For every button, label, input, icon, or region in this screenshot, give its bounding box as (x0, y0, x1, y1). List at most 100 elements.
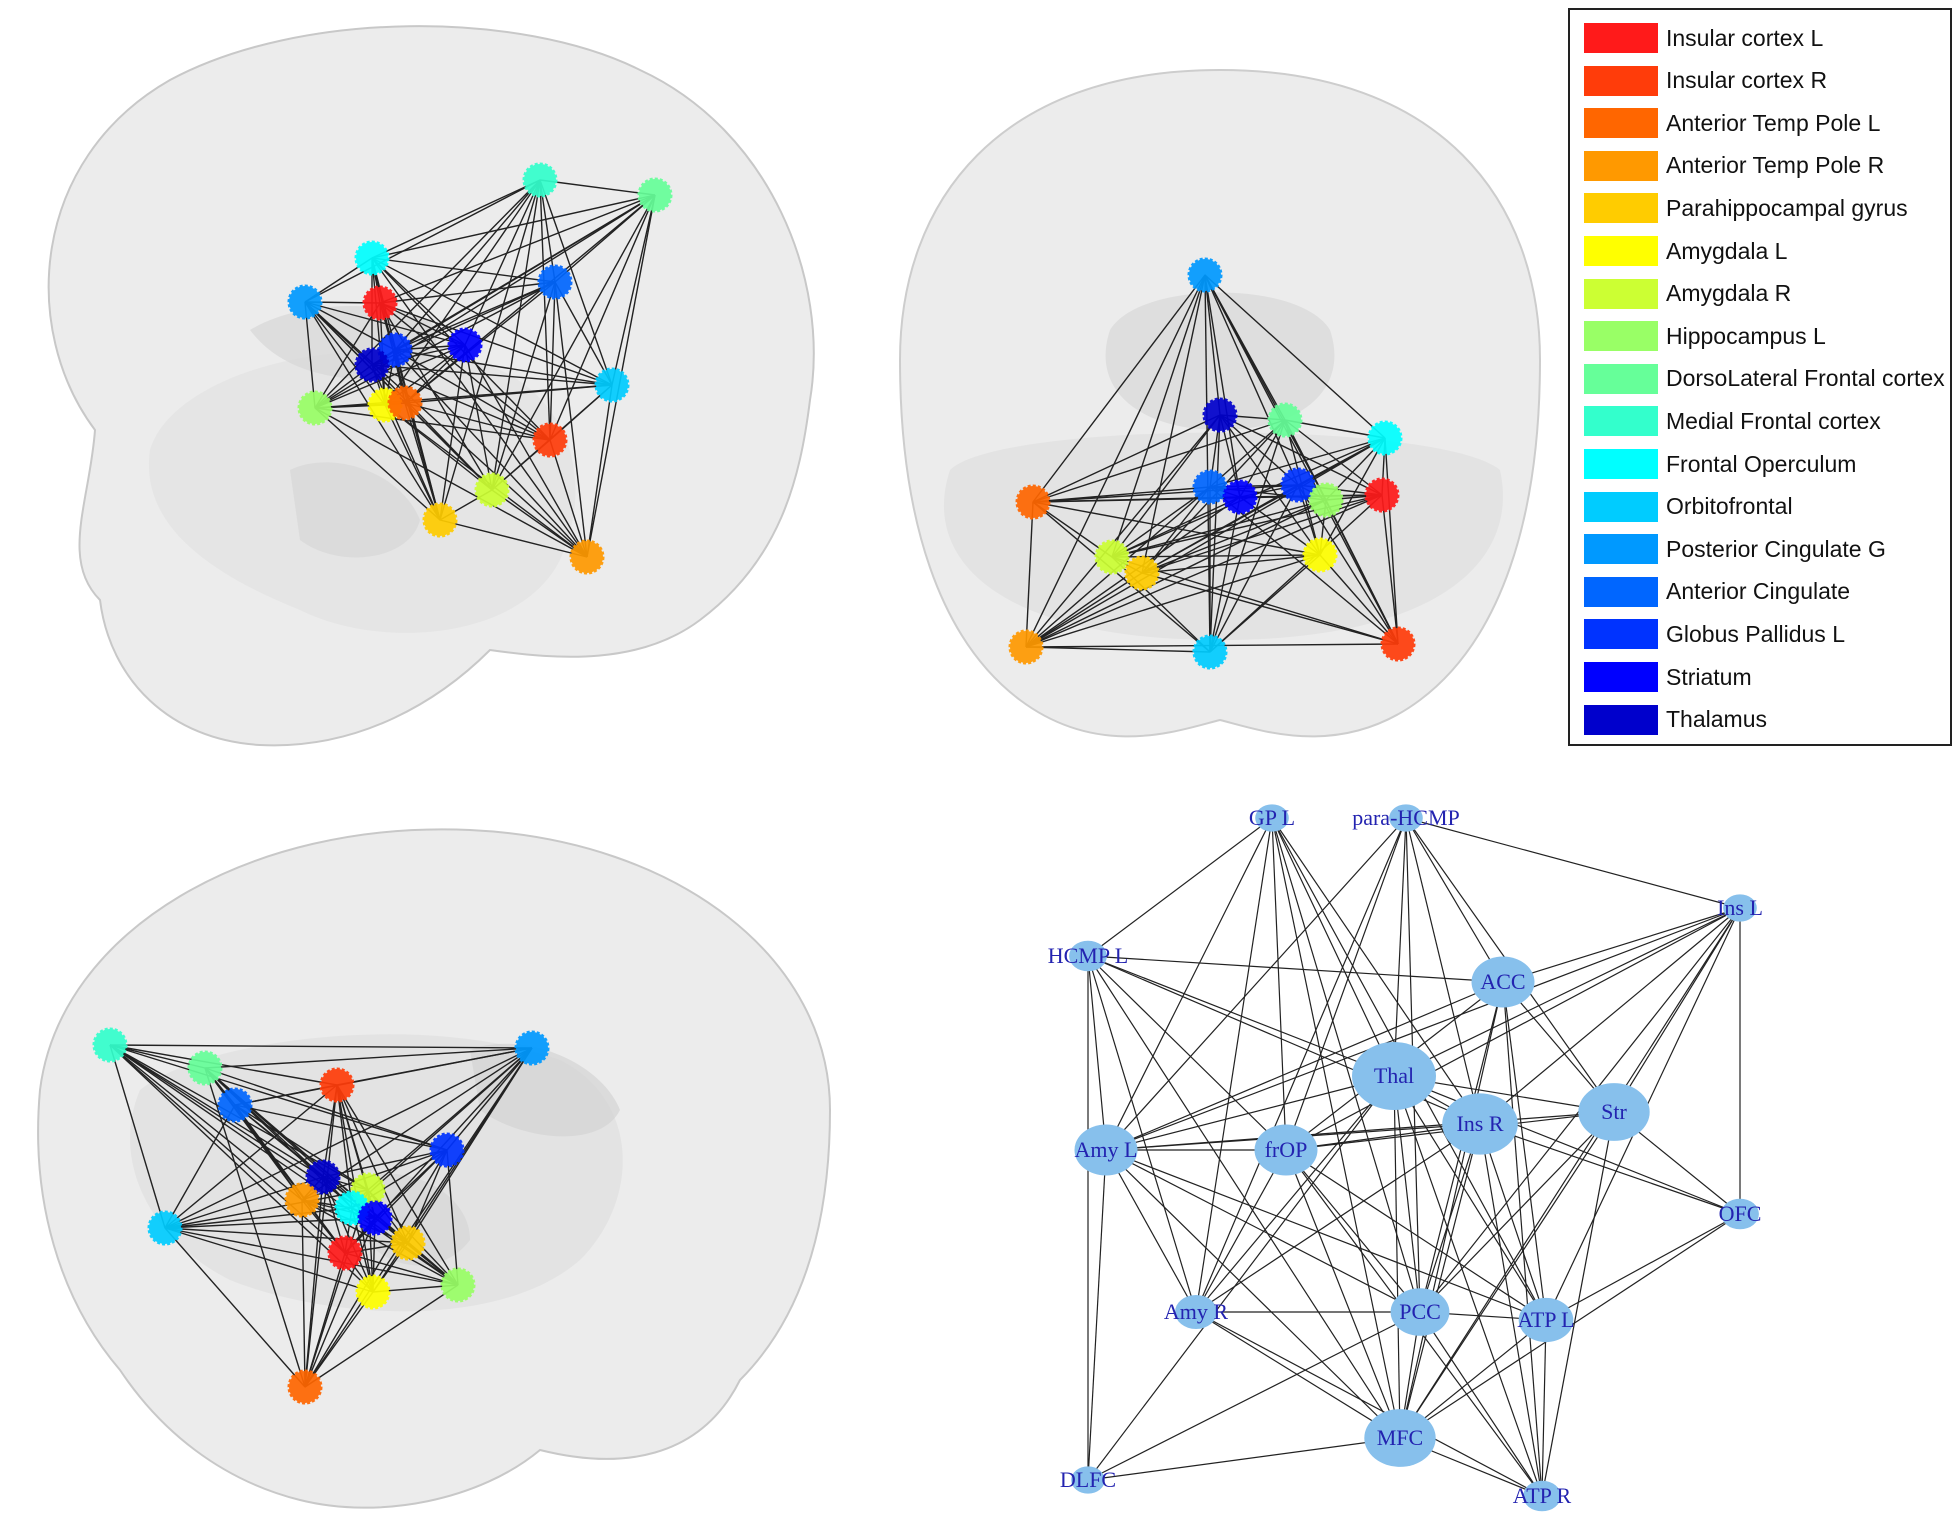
graph-edge (1393, 1075, 1543, 1497)
graph-edge (1502, 907, 1741, 983)
region-node (1015, 484, 1051, 520)
connection-edge (301, 1199, 459, 1286)
graph-edge (1271, 817, 1481, 1125)
legend-label: Parahippocampal gyrus (1666, 194, 1908, 221)
connection-edge (204, 1067, 306, 1388)
graph-edge (1087, 1149, 1107, 1481)
connection-edge (304, 301, 316, 409)
legend-label: Hippocampus L (1666, 322, 1826, 349)
connection-edge (164, 1227, 306, 1388)
region-node (287, 284, 323, 320)
connection-edge (1025, 437, 1386, 648)
connection-edge (1325, 499, 1399, 645)
region-node (1280, 467, 1316, 503)
graph-edge (1195, 817, 1407, 1313)
legend-label: Insular cortex L (1666, 24, 1824, 51)
region-node (532, 422, 568, 458)
connection-edge (304, 301, 588, 558)
graph-node (1390, 1288, 1450, 1336)
graph-edge (1393, 1075, 1547, 1321)
sagittal-brain-view (0, 0, 880, 760)
legend-item: Hippocampus L (1584, 316, 1826, 356)
graph-edge (1105, 1149, 1547, 1321)
graph-node (1389, 804, 1423, 832)
connection-edge (379, 194, 656, 304)
region-node (1364, 477, 1400, 513)
connection-edge (164, 1227, 409, 1244)
connection-edge (1141, 554, 1321, 574)
connection-edge (371, 364, 613, 386)
region-node (1192, 469, 1228, 505)
connection-edge (394, 349, 588, 558)
legend-swatch (1584, 449, 1658, 479)
axial-brain-svg (898, 68, 1542, 738)
graph-node-label: OFC (1719, 1201, 1762, 1226)
graph-edge (1105, 907, 1741, 1151)
graph-edge (1087, 955, 1401, 1439)
connection-edge (164, 1047, 533, 1229)
connection-edge (1204, 274, 1241, 498)
connection-edge (1219, 414, 1383, 496)
connection-edge (314, 281, 556, 409)
connection-edge (439, 344, 466, 521)
legend-label: Amygdala L (1666, 237, 1788, 264)
graph-node (1254, 1124, 1318, 1176)
graph-edge (1399, 907, 1741, 1439)
graph-edge (1087, 955, 1197, 1313)
graph-edge (1405, 817, 1504, 983)
connection-edge (1032, 419, 1286, 503)
region-node (474, 472, 510, 508)
graph-node-label: Amy R (1164, 1299, 1229, 1324)
region-node (287, 1369, 323, 1405)
connection-edge (304, 179, 541, 303)
connection-edge (314, 407, 551, 441)
connection-edge (109, 1044, 206, 1069)
connection-edge (336, 1084, 409, 1244)
connection-edge (404, 402, 493, 491)
graph-edge (1502, 981, 1547, 1321)
connection-edge (109, 1044, 324, 1178)
legend-item: Striatum (1584, 657, 1752, 697)
region-node (354, 347, 390, 383)
connection-edge (234, 1104, 369, 1191)
legend-item: Frontal Operculum (1584, 444, 1856, 484)
connection-edge (314, 179, 541, 409)
connection-edge (1141, 274, 1206, 574)
graph-edge (1105, 1075, 1395, 1151)
graph-node-label: MFC (1377, 1425, 1423, 1450)
connection-edge (1141, 572, 1399, 645)
connection-edge (304, 1084, 338, 1388)
connection-edge (1209, 419, 1286, 488)
graph-node-label: DLFC (1060, 1467, 1116, 1492)
region-node (1124, 555, 1160, 591)
connection-edge (446, 1149, 459, 1286)
region-node (354, 240, 390, 276)
graph-node (1723, 894, 1757, 922)
graph-node (1518, 1297, 1574, 1343)
graph-edge (1271, 817, 1401, 1439)
connection-edge (1209, 419, 1286, 653)
region-node (1094, 539, 1130, 575)
connection-edge (1204, 274, 1386, 439)
graph-node (1175, 1295, 1217, 1329)
connection-edge (1025, 501, 1034, 648)
connection-edge (539, 179, 656, 196)
region-node (355, 1274, 391, 1310)
graph-node (1071, 1466, 1105, 1494)
graph-node-label: ATP L (1517, 1307, 1574, 1332)
graph-node-label: Amy L (1075, 1137, 1138, 1162)
legend-item: DorsoLateral Frontal cortex (1584, 359, 1945, 399)
graph-edge (1271, 817, 1421, 1313)
graph-node (1471, 956, 1535, 1008)
legend-swatch (1584, 150, 1658, 181)
graph-node-label: frOP (1265, 1137, 1308, 1162)
legend-label: Anterior Temp Pole R (1666, 152, 1885, 179)
graph-edge (1419, 1311, 1543, 1497)
connection-edge (1111, 414, 1221, 558)
region-node (217, 1087, 253, 1123)
connection-edge (379, 302, 493, 491)
connection-edge (439, 179, 541, 521)
connection-edge (1319, 554, 1399, 645)
graph-edge (1087, 955, 1395, 1077)
